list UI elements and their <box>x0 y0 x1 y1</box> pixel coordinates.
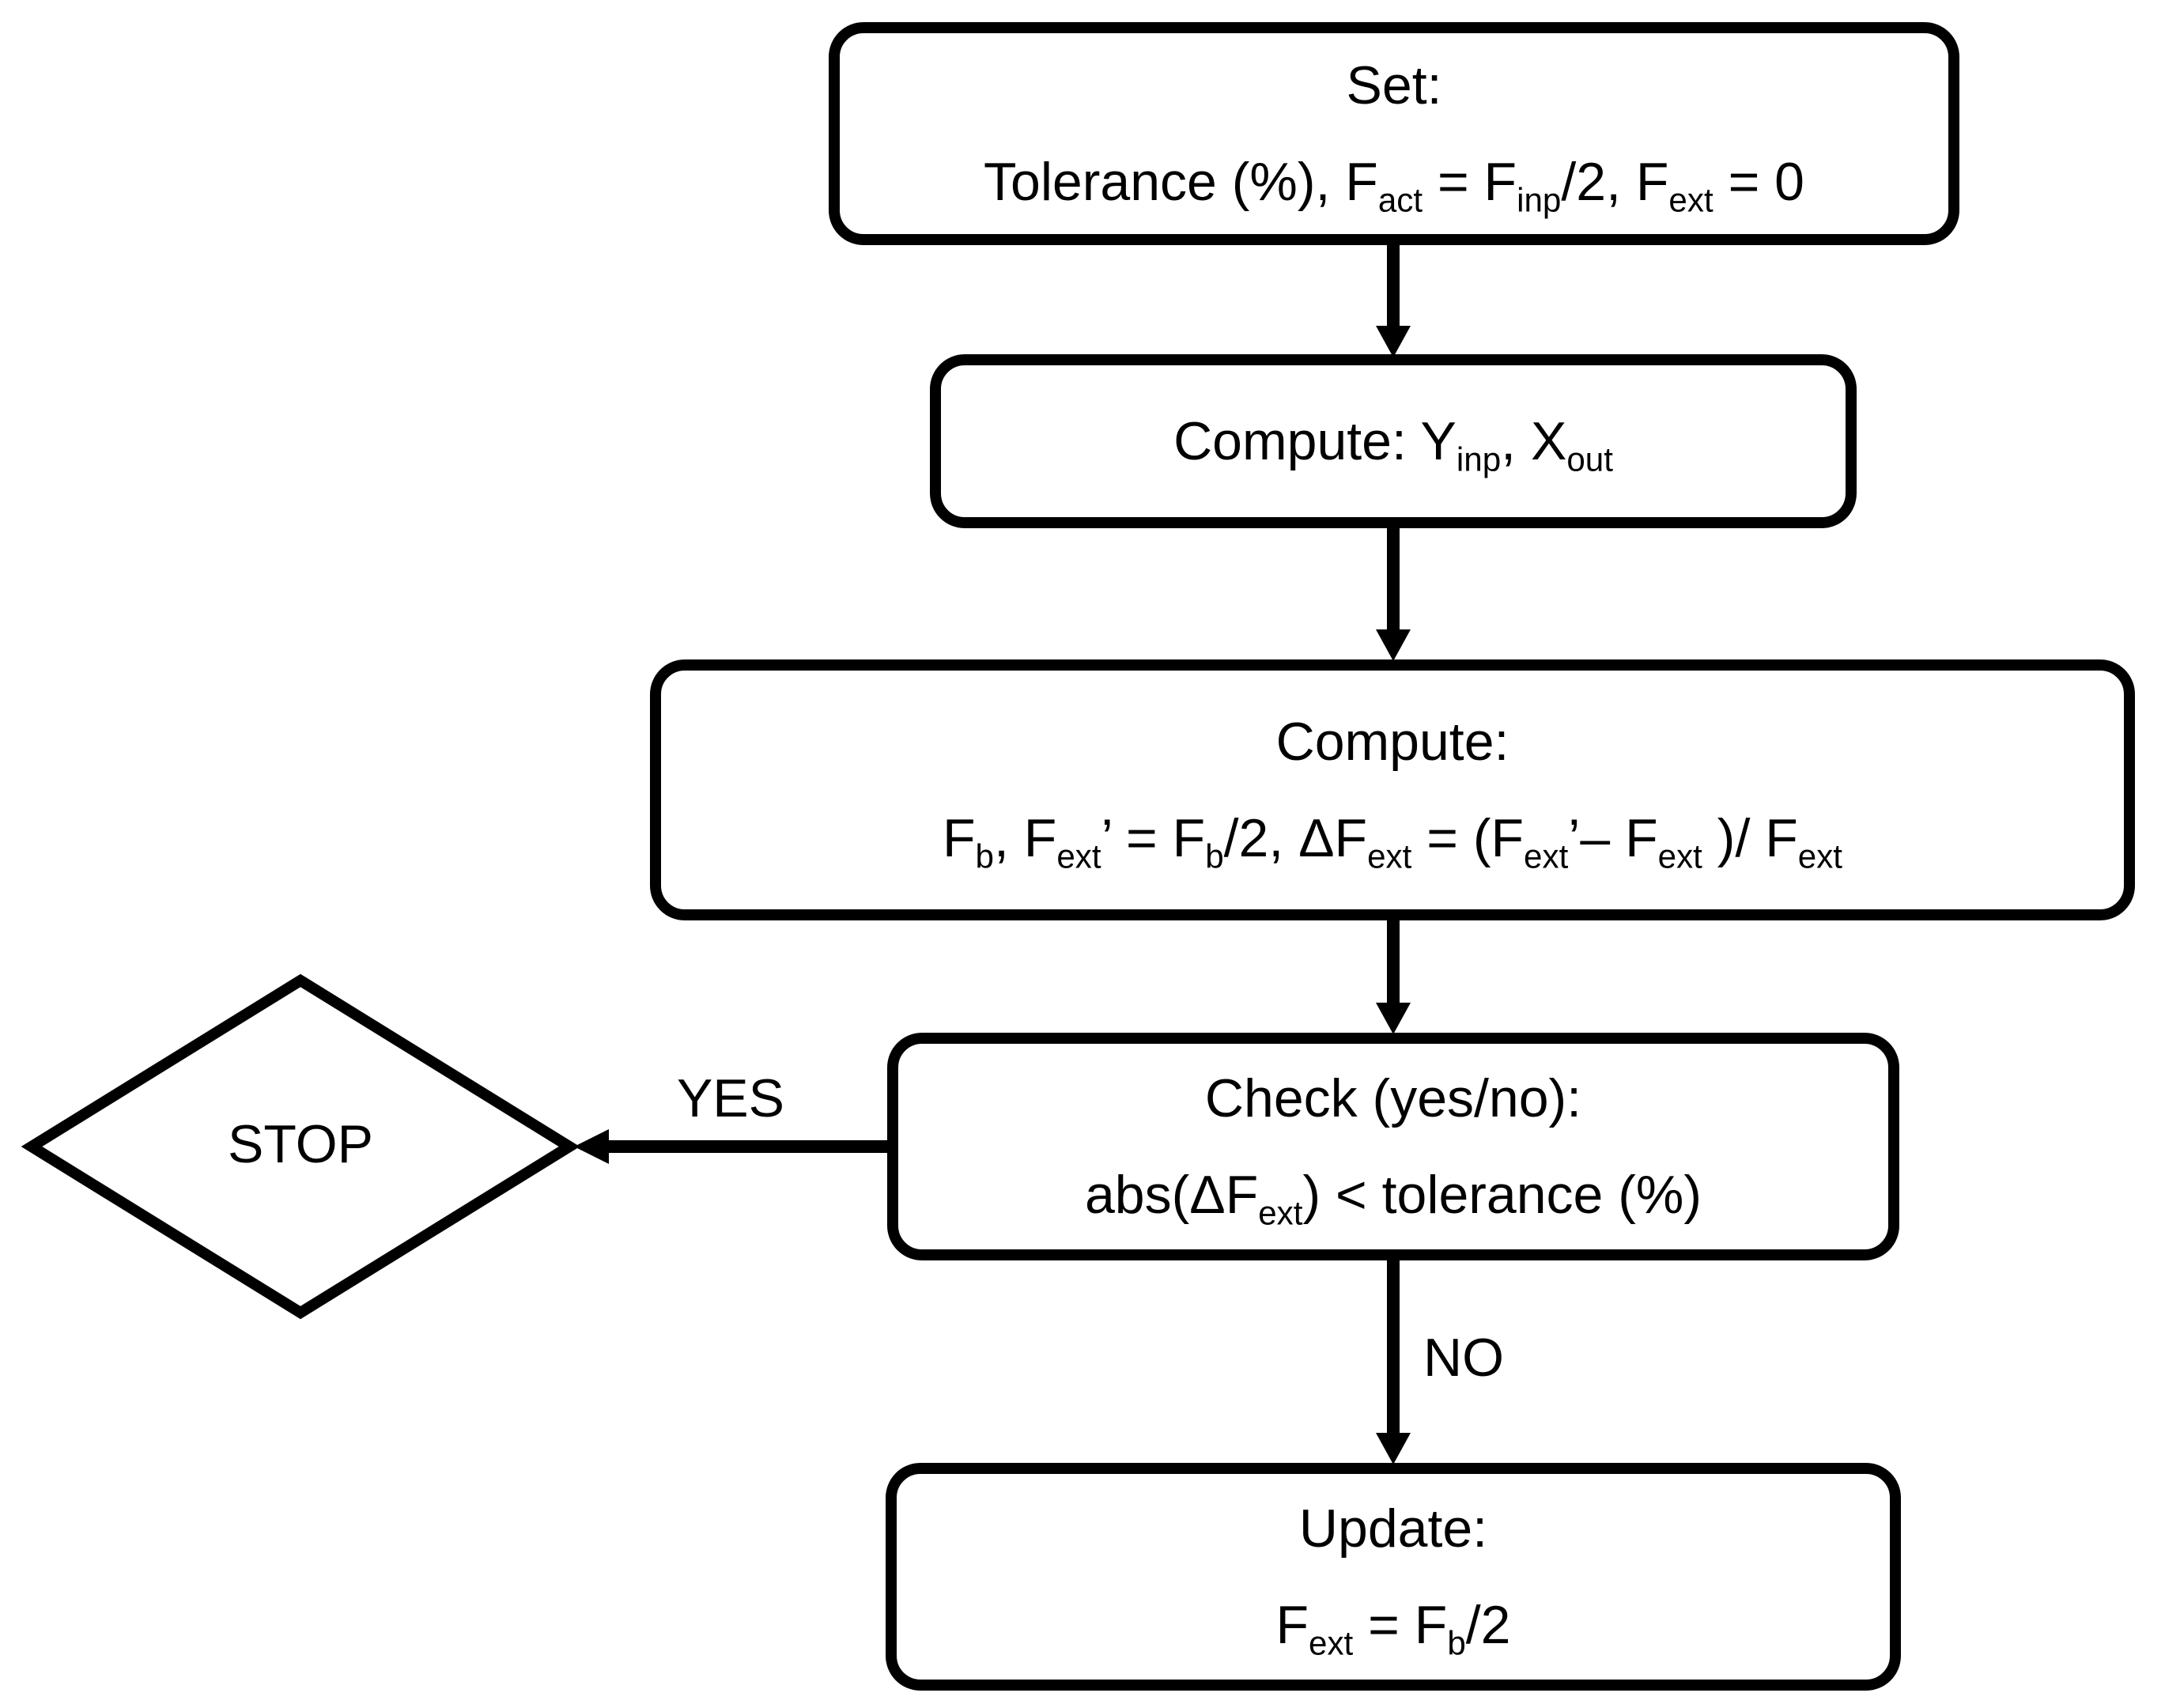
set-formula: Tolerance (%), Fact = Finp/2, Fext = 0 <box>984 152 1804 219</box>
arrow-down-no-check-to-update <box>1376 1254 1411 1464</box>
check-title: Check (yes/no): <box>1204 1068 1582 1128</box>
compute-forces-formula: Fb, Fext’ = Fb/2, ΔFext = (Fext’– Fext )… <box>942 808 1843 875</box>
node-compute-io-box: Compute: Yinp, Xout <box>930 354 1857 528</box>
set-title: Set: <box>1346 55 1442 115</box>
compute-io-formula: Compute: Yinp, Xout <box>1173 410 1613 478</box>
node-update-box: Update: Fext = Fb/2 <box>886 1463 1901 1691</box>
check-formula: abs(ΔFext) < tolerance (%) <box>1084 1165 1702 1232</box>
stop-node-label: STOP <box>228 1114 373 1174</box>
arrow-down-compute-forces-to-check <box>1376 914 1411 1034</box>
arrow-left-yes-check-to-stop <box>574 1129 894 1164</box>
node-compute-forces-box: Compute: Fb, Fext’ = Fb/2, ΔFext = (Fext… <box>650 659 2135 920</box>
arrow-down-set-to-compute-io <box>1376 234 1411 357</box>
node-set-box: Set: Tolerance (%), Fact = Finp/2, Fext … <box>829 22 1959 245</box>
update-title: Update: <box>1298 1498 1488 1559</box>
update-formula: Fext = Fb/2 <box>1275 1595 1511 1662</box>
yes-edge-label: YES <box>676 1068 785 1128</box>
no-edge-label: NO <box>1423 1328 1504 1388</box>
compute-forces-title: Compute: <box>1275 711 1509 772</box>
node-check-box: Check (yes/no): abs(ΔFext) < tolerance (… <box>887 1033 1899 1260</box>
arrow-down-compute-io-to-compute-forces <box>1376 522 1411 661</box>
